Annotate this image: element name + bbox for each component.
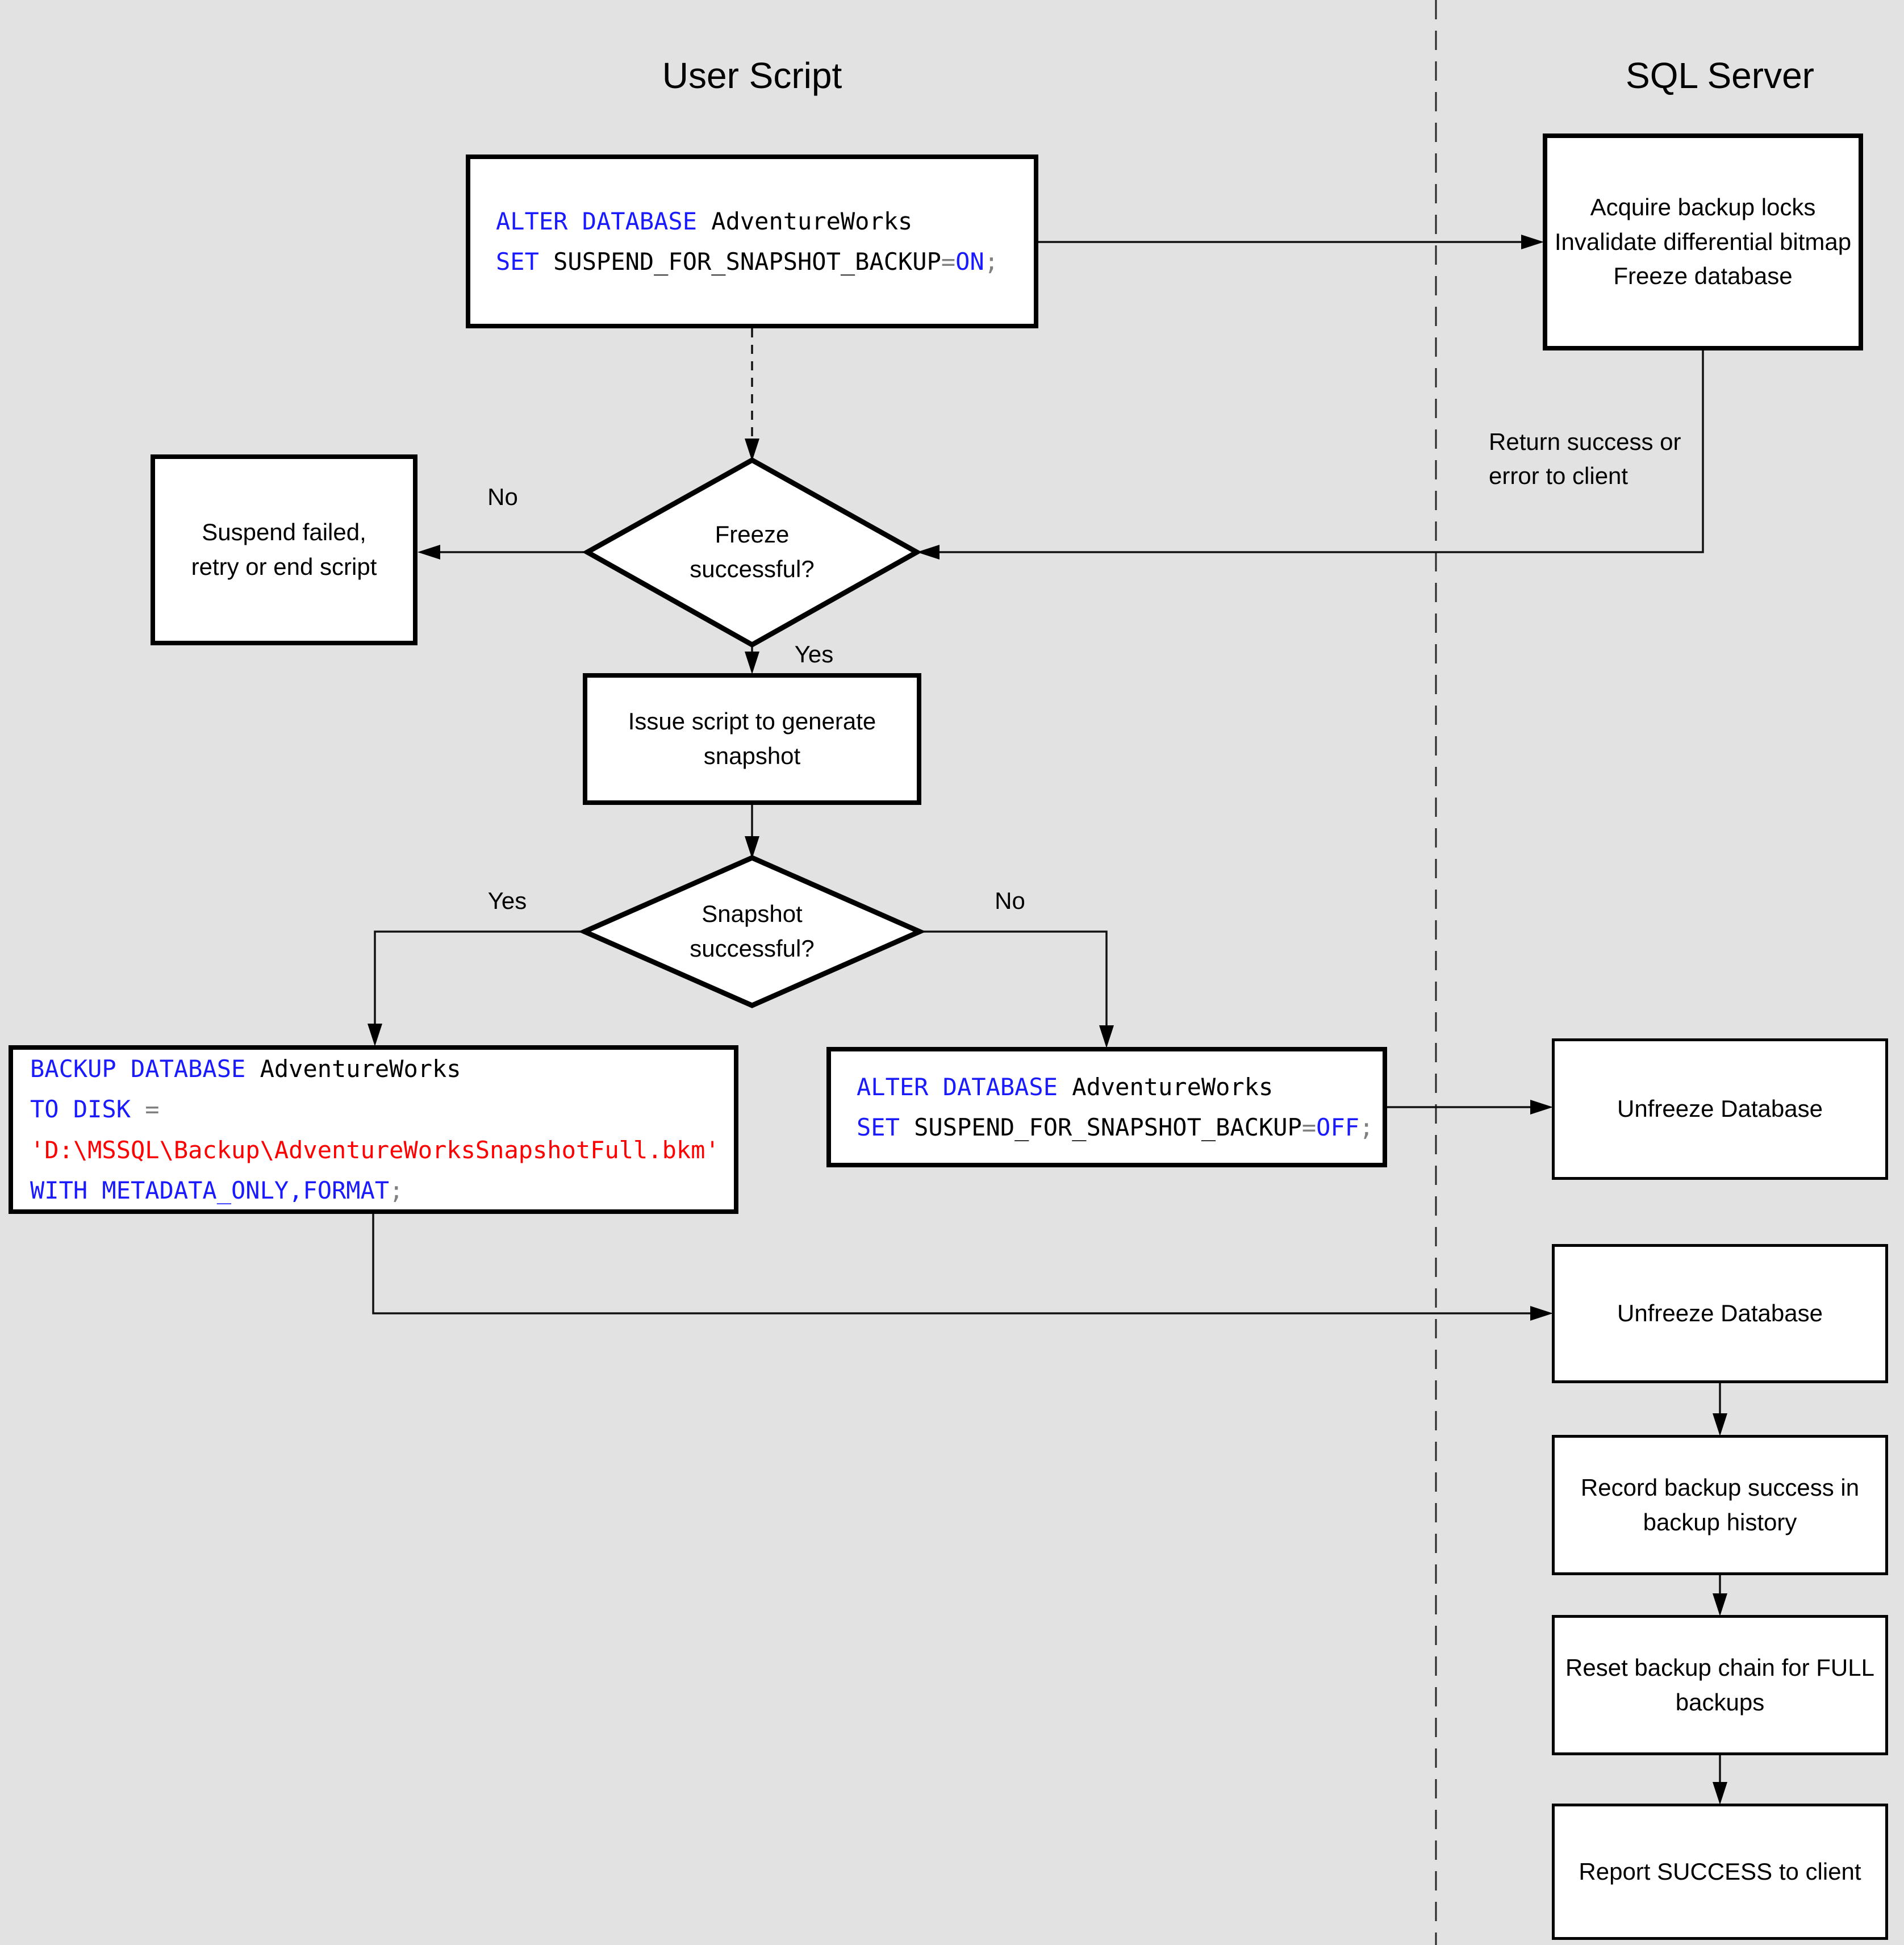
arrow-snapshot-no-to-alter-off [920, 930, 1114, 1048]
freeze-decision-label: Freeze successful? [690, 521, 815, 582]
reset-chain-box: Reset backup chain for FULL backups [1552, 1615, 1888, 1755]
sql-server-lane-header: SQL Server [1626, 55, 1814, 96]
snapshot-decision-diamond [578, 855, 926, 1008]
freeze-decision-diamond [582, 457, 922, 648]
code-line: SET SUSPEND_FOR_SNAPSHOT_BACKUP=OFF; [857, 1113, 1374, 1141]
code-line: ALTER DATABASE AdventureWorks [857, 1072, 1273, 1101]
freeze-yes-label: Yes [794, 641, 834, 667]
code-line: BACKUP DATABASE AdventureWorks [30, 1054, 461, 1083]
unfreeze-database-box-1: Unfreeze Database [1552, 1038, 1888, 1180]
arrow-snapshot-yes-to-backup [368, 930, 584, 1046]
alter-off-code-box: ALTER DATABASE AdventureWorks SET SUSPEN… [826, 1047, 1387, 1167]
arrow-acquire-to-freeze-decision [917, 350, 1704, 560]
snapshot-no-label: No [995, 887, 1025, 914]
code-line: SET SUSPEND_FOR_SNAPSHOT_BACKUP=ON; [496, 248, 999, 276]
code-line: 'D:\MSSQL\Backup\AdventureWorksSnapshotF… [30, 1136, 720, 1164]
arrow-backup-to-unfreeze2 [372, 1214, 1553, 1321]
unfreeze-database-box-2: Unfreeze Database [1552, 1244, 1888, 1383]
code-line: ALTER DATABASE AdventureWorks [496, 207, 913, 235]
snapshot-decision-label: Snapshot successful? [690, 900, 815, 962]
acquire-freeze-box: Acquire backup locks Invalidate differen… [1543, 133, 1863, 350]
report-success-box: Report SUCCESS to client [1552, 1804, 1888, 1940]
alter-on-code-box: ALTER DATABASE AdventureWorks SET SUSPEN… [466, 155, 1038, 328]
user-script-lane-header: User Script [662, 55, 842, 96]
freeze-no-label: No [487, 483, 518, 510]
suspend-failed-box: Suspend failed, retry or end script [151, 454, 417, 645]
snapshot-yes-label: Yes [487, 887, 527, 914]
code-line: WITH METADATA_ONLY,FORMAT; [30, 1176, 404, 1204]
record-backup-box: Record backup success in backup history [1552, 1435, 1888, 1575]
backup-database-code-box: BACKUP DATABASE AdventureWorks TO DISK =… [9, 1045, 738, 1214]
issue-script-box: Issue script to generate snapshot [583, 673, 921, 805]
return-note-label: Return success or error to client [1489, 428, 1681, 489]
code-line: TO DISK = [30, 1095, 160, 1124]
